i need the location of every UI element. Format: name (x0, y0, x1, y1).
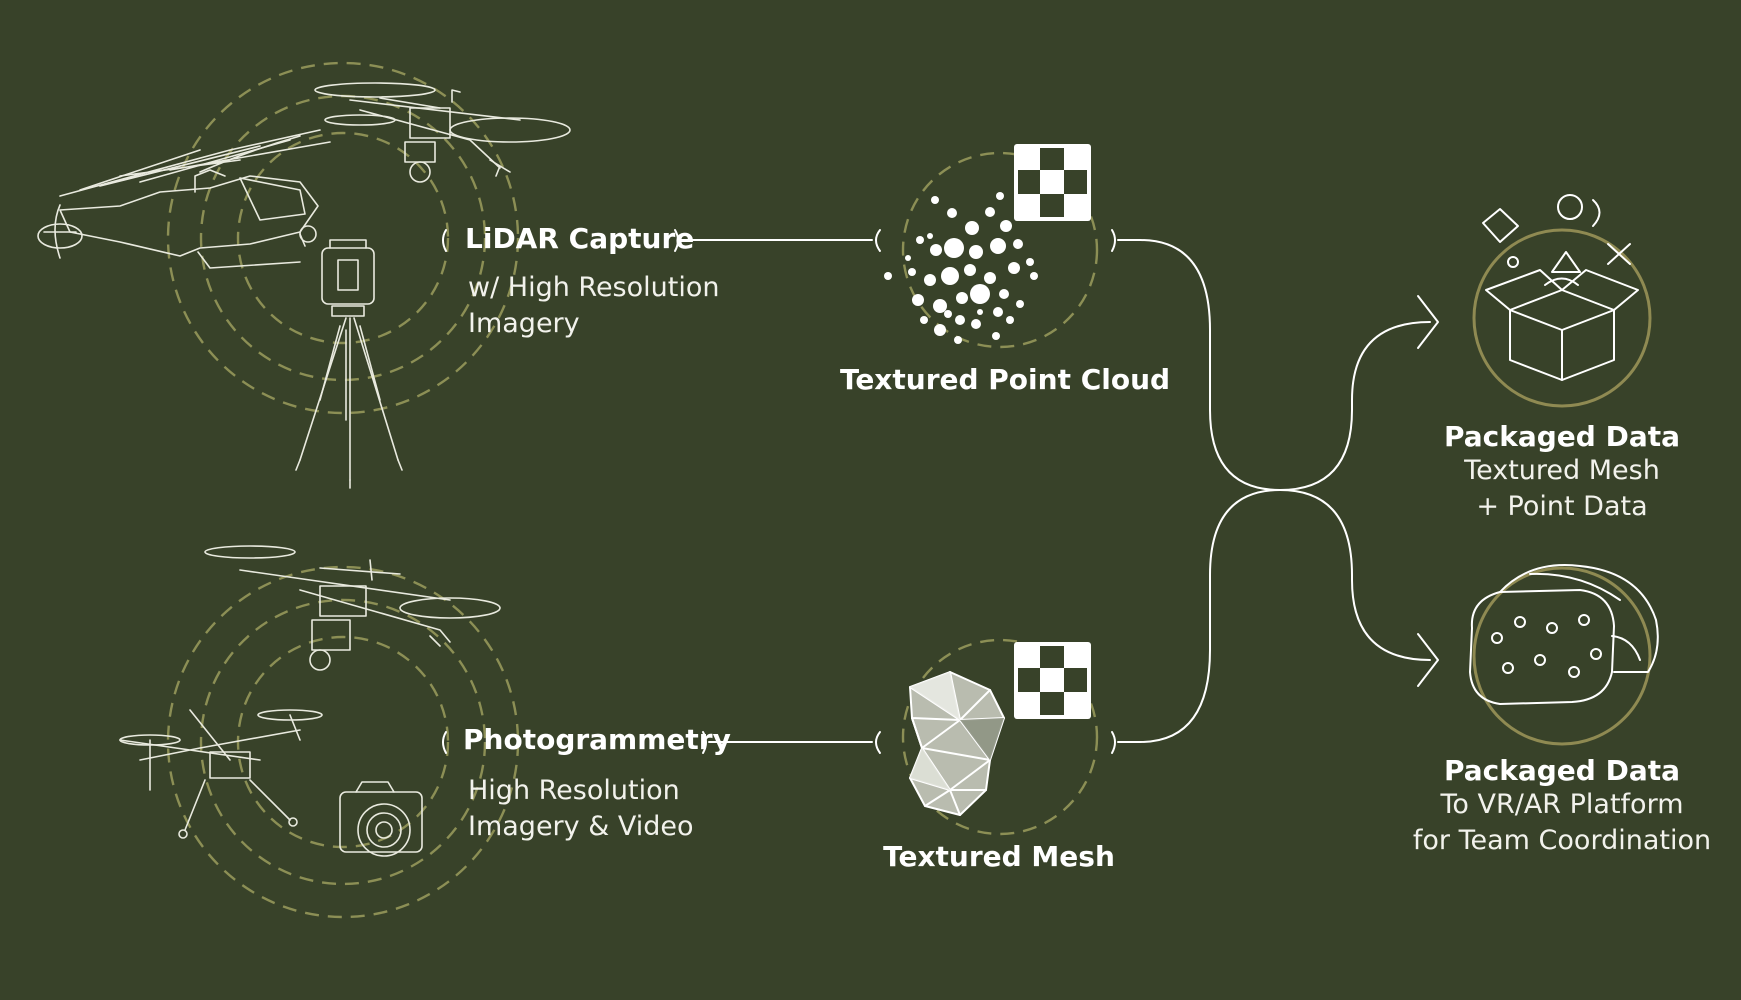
point-dot (1013, 239, 1023, 249)
point-dot (916, 236, 924, 244)
output-desc-line: for Team Coordination (1412, 825, 1712, 856)
point-dot (996, 192, 1004, 200)
source-desc-lidar: w/ High Resolution Imagery (468, 270, 719, 342)
mesh-rings (901, 638, 1099, 836)
package-box-icon (1482, 194, 1639, 381)
point-dot (1026, 258, 1034, 266)
point-cloud-rings (901, 151, 1099, 349)
point-dot (924, 274, 936, 286)
source-desc-line: w/ High Resolution (468, 272, 720, 303)
point-dot (955, 315, 965, 325)
point-dot (1030, 272, 1038, 280)
source-desc-line: High Resolution (468, 775, 680, 806)
source-desc-line: Imagery & Video (468, 811, 694, 842)
point-dot (947, 208, 957, 218)
quadcopter-icon (119, 709, 323, 839)
point-dot (1000, 220, 1012, 232)
drone-icon (314, 82, 571, 183)
point-dot (908, 268, 916, 276)
checker-texture-icon-2 (1014, 642, 1091, 719)
point-dot (965, 221, 979, 235)
point-dot (920, 316, 928, 324)
point-dot (933, 299, 947, 313)
photogrammetry-dashed-rings (166, 565, 520, 919)
mesh-icon (909, 671, 1005, 816)
point-dot (930, 244, 942, 256)
source-desc-line: Imagery (468, 308, 580, 339)
point-dot (1006, 316, 1014, 324)
checker-texture-icon (1014, 144, 1091, 221)
source-title-lidar: LiDAR Capture (465, 222, 695, 255)
connector-photogrammetry (442, 731, 881, 754)
point-dot (884, 272, 892, 280)
point-dot (954, 336, 962, 344)
point-dot (934, 324, 946, 336)
point-dot (999, 289, 1009, 299)
point-dot (970, 284, 990, 304)
connector-lidar (442, 229, 881, 252)
point-dot (944, 310, 952, 318)
output-title: Packaged Data (1443, 420, 1681, 453)
point-dot (931, 196, 939, 204)
point-dot (956, 292, 968, 304)
tripod-scanner-icon (295, 239, 403, 489)
point-dot (927, 233, 933, 239)
output-desc-line: Textured Mesh (1464, 455, 1660, 486)
point-dot (1016, 300, 1024, 308)
point-dot (912, 294, 924, 306)
product-title-mesh: Textured Mesh (883, 840, 1115, 873)
source-desc-photogrammetry: High Resolution Imagery & Video (468, 773, 694, 845)
output-desc-line: + Point Data (1476, 491, 1648, 522)
vr-ring (1472, 566, 1652, 746)
point-dot (969, 245, 983, 259)
point-dot (990, 238, 1006, 254)
point-dot (964, 264, 976, 276)
output-title: Packaged Data (1443, 754, 1681, 787)
source-title-photogrammetry: Photogrammetry (463, 723, 731, 756)
point-dot (977, 309, 983, 315)
drone-icon-2 (204, 545, 501, 671)
point-cloud-icon (884, 192, 1038, 344)
point-dot (992, 332, 1000, 340)
point-dot (971, 319, 981, 329)
point-dot (941, 267, 959, 285)
output-block-packaged: Packaged Data Textured Mesh + Point Data (1402, 420, 1722, 525)
output-block-vr: Packaged Data To VR/AR Platform for Team… (1402, 754, 1722, 859)
point-dot (993, 307, 1003, 317)
helicopter-icon (37, 129, 331, 269)
point-dot (985, 207, 995, 217)
output-desc-line: To VR/AR Platform (1440, 789, 1684, 820)
vr-headset-icon (1469, 564, 1659, 705)
point-dot (1008, 262, 1020, 274)
merge-connector (1111, 229, 1439, 754)
package-ring (1472, 228, 1652, 408)
point-dot (905, 255, 911, 261)
point-dot (944, 238, 964, 258)
point-dot (984, 272, 996, 284)
camera-icon (339, 781, 423, 857)
product-title-point-cloud: Textured Point Cloud (839, 363, 1171, 396)
